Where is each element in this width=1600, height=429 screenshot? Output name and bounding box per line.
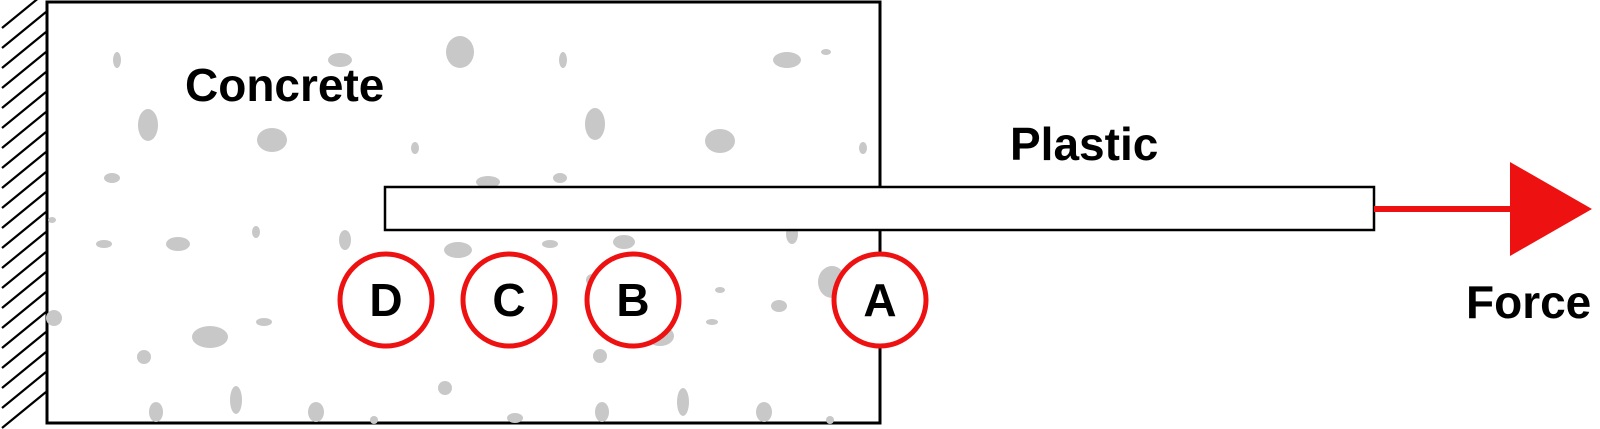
aggregate-stone bbox=[826, 416, 834, 424]
aggregate-stone bbox=[613, 235, 635, 249]
hatch-line bbox=[1, 11, 47, 49]
hatch-line bbox=[1, 31, 47, 69]
aggregate-stone bbox=[715, 287, 725, 293]
aggregate-stone bbox=[507, 413, 523, 423]
aggregate-stone bbox=[192, 326, 228, 348]
aggregate-stone bbox=[137, 350, 151, 364]
hatch-line bbox=[1, 271, 47, 309]
aggregate-stone bbox=[771, 300, 787, 312]
force-arrow-icon bbox=[1374, 162, 1592, 256]
aggregate-stone bbox=[328, 53, 352, 67]
aggregate-stone bbox=[446, 36, 474, 68]
aggregate-stone bbox=[411, 142, 419, 154]
aggregate-stone bbox=[308, 402, 324, 422]
aggregate-stone bbox=[113, 52, 121, 68]
aggregate-stone bbox=[339, 230, 351, 250]
aggregate-stone bbox=[252, 226, 260, 238]
plastic-bar bbox=[383, 185, 1376, 232]
point-marker-a: A bbox=[831, 251, 929, 349]
plastic-label: Plastic bbox=[1010, 118, 1158, 170]
aggregate-stone bbox=[705, 129, 735, 153]
hatch-line bbox=[1, 191, 47, 229]
hatch-line bbox=[1, 171, 47, 209]
hatch-line bbox=[1, 371, 47, 409]
aggregate-stone bbox=[166, 237, 190, 251]
aggregate-stone bbox=[104, 173, 120, 183]
point-label-b: B bbox=[616, 274, 649, 326]
aggregate-stone bbox=[553, 173, 567, 183]
hatch-line bbox=[1, 211, 47, 249]
force-label: Force bbox=[1466, 276, 1591, 328]
hatch-line bbox=[1, 311, 47, 349]
concrete-label: Concrete bbox=[185, 59, 384, 111]
aggregate-stone bbox=[677, 388, 689, 416]
hatch-line bbox=[1, 391, 47, 429]
point-label-d: D bbox=[369, 274, 402, 326]
hatched-fixed-support-icon bbox=[1, 0, 47, 429]
point-label-a: A bbox=[863, 274, 896, 326]
aggregate-stone bbox=[438, 381, 452, 395]
aggregate-stone bbox=[444, 242, 472, 258]
aggregate-stone bbox=[859, 142, 867, 154]
hatch-line bbox=[1, 231, 47, 269]
point-marker-b: B bbox=[584, 251, 682, 349]
hatch-line bbox=[1, 331, 47, 369]
aggregate-stone bbox=[706, 319, 718, 325]
aggregate-stone bbox=[756, 402, 772, 422]
aggregate-stone bbox=[595, 402, 609, 422]
point-marker-d: D bbox=[337, 251, 435, 349]
hatch-line bbox=[1, 351, 47, 389]
aggregate-stone bbox=[256, 318, 272, 326]
hatch-line bbox=[1, 151, 47, 189]
aggregate-stone bbox=[370, 416, 378, 424]
aggregate-stone bbox=[476, 176, 500, 188]
hatch-line bbox=[1, 291, 47, 329]
point-marker-c: C bbox=[460, 251, 558, 349]
hatch-line bbox=[1, 91, 47, 129]
aggregate-stone bbox=[48, 217, 56, 223]
hatch-line bbox=[1, 251, 47, 289]
aggregate-stone bbox=[96, 240, 112, 248]
aggregate-stone bbox=[149, 402, 163, 422]
aggregate-stone bbox=[542, 240, 558, 248]
aggregate-stone bbox=[821, 49, 831, 55]
point-label-c: C bbox=[492, 274, 525, 326]
aggregate-stone bbox=[773, 52, 801, 68]
hatch-line bbox=[1, 51, 47, 89]
hatch-line bbox=[1, 0, 38, 29]
hatch-line bbox=[1, 131, 47, 169]
hatch-line bbox=[1, 71, 47, 109]
aggregate-stone bbox=[257, 128, 287, 152]
hatch-line bbox=[1, 111, 47, 149]
concrete-aggregate bbox=[46, 36, 867, 424]
aggregate-stone bbox=[46, 310, 62, 326]
aggregate-stone bbox=[559, 52, 567, 68]
aggregate-stone bbox=[585, 108, 605, 140]
aggregate-stone bbox=[230, 386, 242, 414]
aggregate-stone bbox=[138, 109, 158, 141]
aggregate-stone bbox=[593, 349, 607, 363]
